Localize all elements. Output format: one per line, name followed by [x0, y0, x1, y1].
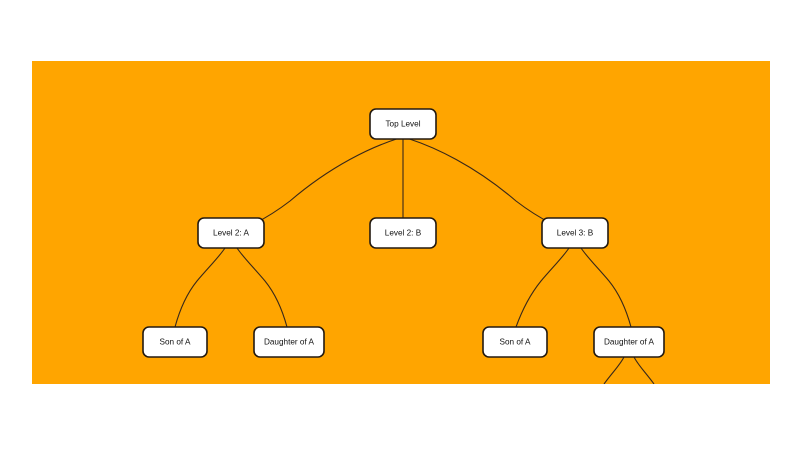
node-label-son-of-a-right: Son of A	[500, 338, 531, 347]
node-level-2-a[interactable]: Level 2: A	[197, 217, 265, 249]
node-label-daughter-of-a-right: Daughter of A	[604, 338, 655, 347]
node-layer: Top Level Level 2: A Level 2: B Level 3:…	[142, 108, 665, 358]
edge-level2a-to-sonA1	[174, 247, 226, 328]
node-box-daughter-of-a-right[interactable]	[593, 326, 665, 358]
edge-daughterA2-clipped-left	[603, 356, 625, 384]
graph-panel: Top Level Level 2: A Level 2: B Level 3:…	[32, 61, 770, 384]
node-box-level-2-b[interactable]	[369, 217, 437, 249]
node-label-son-of-a-left: Son of A	[160, 338, 191, 347]
node-level-3-b[interactable]: Level 3: B	[541, 217, 609, 249]
node-label-level-3-b: Level 3: B	[557, 229, 594, 238]
node-daughter-of-a-right[interactable]: Daughter of A	[593, 326, 665, 358]
tree-graph: Top Level Level 2: A Level 2: B Level 3:…	[142, 108, 665, 384]
node-top-level[interactable]: Top Level	[369, 108, 437, 140]
edge-level3b-to-daughterA2	[580, 247, 632, 328]
node-daughter-of-a-left[interactable]: Daughter of A	[253, 326, 325, 358]
node-label-top-level: Top Level	[385, 120, 420, 129]
edge-level3b-to-sonA2	[515, 247, 570, 328]
node-box-son-of-a-right[interactable]	[482, 326, 548, 358]
node-box-son-of-a-left[interactable]	[142, 326, 208, 358]
edge-daughterA2-clipped-right	[633, 356, 655, 384]
node-label-level-2-a: Level 2: A	[213, 229, 249, 238]
node-label-level-2-b: Level 2: B	[385, 229, 422, 238]
node-box-level-2-a[interactable]	[197, 217, 265, 249]
node-label-daughter-of-a-left: Daughter of A	[264, 338, 315, 347]
node-box-level-3-b[interactable]	[541, 217, 609, 249]
node-son-of-a-left[interactable]: Son of A	[142, 326, 208, 358]
edge-level2a-to-daughterA1	[236, 247, 288, 328]
edge-layer	[174, 138, 655, 384]
node-box-daughter-of-a-left[interactable]	[253, 326, 325, 358]
node-box-top-level[interactable]	[369, 108, 437, 140]
node-level-2-b[interactable]: Level 2: B	[369, 217, 437, 249]
node-son-of-a-right[interactable]: Son of A	[482, 326, 548, 358]
